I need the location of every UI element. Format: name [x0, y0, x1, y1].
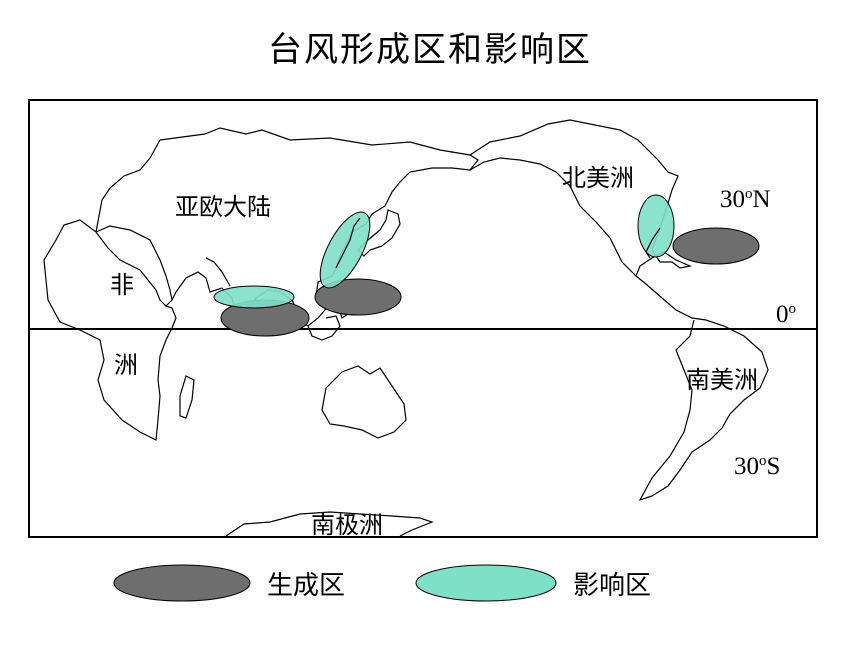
label-lat-equator: 0o: [776, 301, 796, 328]
legend-impact-swatch: [415, 564, 557, 602]
formation-zone-north-atlantic: [672, 227, 760, 265]
label-south-america: 南美洲: [686, 366, 758, 394]
formation-zone-northwest-pacific: [314, 278, 402, 316]
australia-outline: [321, 365, 407, 439]
legend-formation-label: 生成区: [267, 571, 346, 601]
antarctica-outline: [225, 511, 434, 537]
americas-outline: [469, 119, 769, 502]
legend-formation-swatch: [113, 564, 251, 602]
label-lat-30s: 30oS: [734, 453, 781, 480]
us-east-coast-over: [645, 227, 661, 259]
impact-zone-bay-of-bengal: [213, 285, 295, 309]
label-africa-top: 非: [110, 271, 134, 299]
india-outline: [205, 257, 231, 287]
label-africa-bottom: 洲: [114, 351, 138, 379]
east-asia-coast-over: [335, 217, 361, 269]
label-lat-30n: 30oN: [720, 186, 771, 213]
label-north-america: 北美洲: [562, 164, 634, 192]
se-asia-outline: [307, 315, 341, 341]
label-antarctica: 南极洲: [311, 511, 383, 539]
madagascar-outline: [179, 375, 195, 419]
mediterranean-outline: [95, 225, 173, 301]
japan-outline: [357, 209, 401, 257]
legend-impact-label: 影响区: [573, 571, 652, 601]
label-eurasia: 亚欧大陆: [175, 193, 271, 221]
impact-zone-north-america: [637, 194, 675, 258]
map-frame: [28, 99, 818, 538]
map-title: 台风形成区和影响区: [268, 30, 592, 70]
